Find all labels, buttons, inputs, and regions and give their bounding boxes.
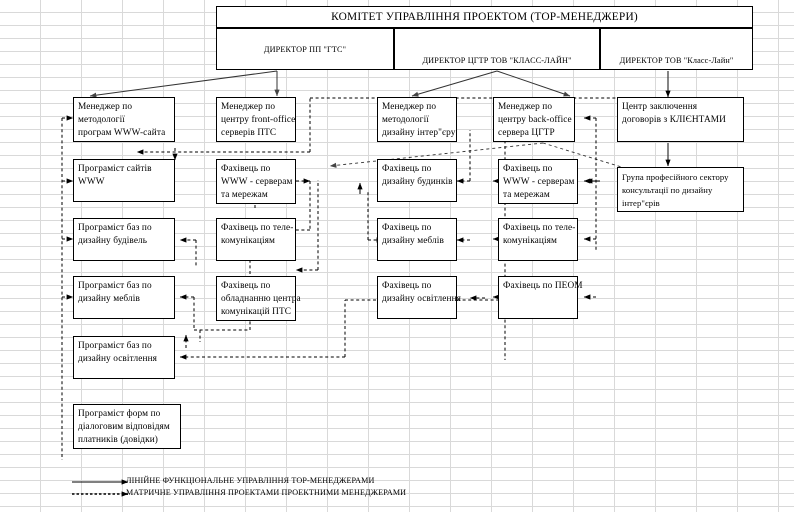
- programmer-box-lighting: Програміст баз по дизайну освітлення: [73, 336, 175, 379]
- box-line: Фахівець по: [503, 164, 553, 174]
- box-line: Менеджер по: [498, 102, 553, 112]
- box-line: комунікаціям: [221, 236, 276, 246]
- box-line: WWW - серверам: [221, 177, 293, 187]
- box-line: Менеджер по: [78, 102, 133, 112]
- programmer-box-buildings: Програміст баз по дизайну будівель: [73, 218, 175, 261]
- box-line: Центр заключення: [622, 102, 698, 112]
- box-line: Фахівець по: [382, 223, 432, 233]
- box-line: дизайну меблів: [78, 294, 140, 304]
- manager-box-front-office: Менеджер по центру front-office серверів…: [216, 97, 296, 142]
- specialist-box-telecom-back: Фахівець по теле- комунікаціям: [498, 218, 578, 261]
- box-line: WWW: [78, 177, 105, 187]
- box-line: Програміст форм по: [78, 409, 161, 419]
- box-line: Група професійного сектору: [622, 172, 729, 182]
- specialist-box-www-servers-back: Фахівець по WWW - серверам та мережам: [498, 159, 578, 204]
- box-line: дизайну меблів: [382, 236, 444, 246]
- box-line: договорів з КЛІЄНТАМИ: [622, 115, 726, 125]
- designer-box-buildings: Фахівець по дизайну будинків: [377, 159, 457, 202]
- box-line: та мережам: [221, 190, 268, 200]
- box-line: Фахівець по ПЕОМ: [503, 281, 583, 291]
- box-line: Програміст баз по: [78, 281, 152, 291]
- box-line: інтер"єрів: [622, 198, 660, 208]
- box-line: Фахівець по теле-: [221, 223, 294, 233]
- programmer-box-furniture: Програміст баз по дизайну меблів: [73, 276, 175, 319]
- box-line: сервера ЦГТР: [498, 128, 555, 138]
- manager-box-methodology-www: Менеджер по методології програм WWW-сайт…: [73, 97, 175, 142]
- box-line: програм WWW-сайта: [78, 128, 166, 138]
- box-line: діалоговим відповідям: [78, 422, 170, 432]
- committee-title-box: КОМІТЕТ УПРАВЛІННЯ ПРОЕКТОМ (ТОР-МЕНЕДЖЕ…: [216, 6, 753, 28]
- legend-label-matrix: МАТРИЧНЕ УПРАВЛІННЯ ПРОЕКТАМИ ПРОЕКТНИМИ…: [126, 488, 407, 497]
- box-line: Програміст сайтів: [78, 164, 152, 174]
- specialist-box-www-servers-front: Фахівець по WWW - серверам та мережам: [216, 159, 296, 204]
- box-line: Програміст баз по: [78, 223, 152, 233]
- box-line: дизайну інтер"єру: [382, 128, 456, 138]
- manager-box-back-office: Менеджер по центру back-office сервера Ц…: [493, 97, 575, 142]
- programmer-box-www-sites: Програміст сайтів WWW: [73, 159, 175, 202]
- linear-connectors: [89, 70, 280, 98]
- legend-item-linear: ЛІНІЙНЕ ФУНКЦІОНАЛЬНЕ УПРАВЛІННЯ ТОР-МЕН…: [126, 476, 375, 485]
- designer-box-furniture: Фахівець по дизайну меблів: [377, 218, 457, 261]
- manager-box-methodology-interior: Менеджер по методології дизайну інтер"єр…: [377, 97, 457, 142]
- box-line: дизайну освітлення: [382, 294, 462, 304]
- director-box-3: ДИРЕКТОР ТОВ "Класс-Лайн": [600, 28, 753, 70]
- specialist-box-telecom-front: Фахівець по теле- комунікаціям: [216, 218, 296, 261]
- box-line: комунікацій ПТС: [221, 307, 292, 317]
- box-line: центру back-office: [498, 115, 572, 125]
- consulting-group-box: Група професійного сектору консультації …: [617, 167, 744, 212]
- box-line: дизайну будівель: [78, 236, 148, 246]
- specialist-box-comm-center-equipment: Фахівець по обладнанню центра комунікаці…: [216, 276, 301, 321]
- box-line: Програміст баз по: [78, 341, 152, 351]
- box-line: Фахівець по: [221, 164, 271, 174]
- programmer-box-dialog-forms: Програміст форм по діалоговим відповідям…: [73, 404, 181, 449]
- designer-box-lighting: Фахівець по дизайну освітлення: [377, 276, 462, 319]
- director-label-1: ДИРЕКТОР ПП "ГТС": [263, 44, 347, 54]
- box-line: Фахівець по теле-: [503, 223, 576, 233]
- director-box-2: ДИРЕКТОР ЦГТР ТОВ "КЛАСС-ЛАЙН": [394, 28, 600, 70]
- box-line: WWW - серверам: [503, 177, 575, 187]
- box-line: методології: [382, 115, 429, 125]
- box-line: дизайну освітлення: [78, 354, 158, 364]
- legend-label-linear: ЛІНІЙНЕ ФУНКЦІОНАЛЬНЕ УПРАВЛІННЯ ТОР-МЕН…: [126, 476, 375, 485]
- box-line: Фахівець по: [221, 281, 271, 291]
- director-label-3: ДИРЕКТОР ТОВ "Класс-Лайн": [619, 56, 734, 65]
- linear-connectors-center: [411, 70, 571, 97]
- box-line: обладнанню центра: [221, 294, 301, 304]
- legend-arrows: [72, 479, 129, 497]
- page-title: КОМІТЕТ УПРАВЛІННЯ ПРОЕКТОМ (ТОР-МЕНЕДЖЕ…: [331, 11, 638, 23]
- box-line: методології: [78, 115, 125, 125]
- director-box-1: ДИРЕКТОР ПП "ГТС": [216, 28, 394, 70]
- box-line: центру front-office: [221, 115, 296, 125]
- specialist-box-peom: Фахівець по ПЕОМ: [498, 276, 583, 319]
- director-label-2: ДИРЕКТОР ЦГТР ТОВ "КЛАСС-ЛАЙН": [422, 56, 572, 65]
- box-line: Фахівець по: [382, 281, 432, 291]
- box-line: та мережам: [503, 190, 550, 200]
- legend-item-matrix: МАТРИЧНЕ УПРАВЛІННЯ ПРОЕКТАМИ ПРОЕКТНИМИ…: [126, 488, 406, 497]
- box-line: платників (довідки): [78, 435, 158, 445]
- box-line: Фахівець по: [382, 164, 432, 174]
- box-line: консультації по дизайну: [622, 185, 713, 195]
- box-line: серверів ПТС: [221, 128, 277, 138]
- box-line: комунікаціям: [503, 236, 558, 246]
- manager-box-client-contracts: Центр заключення договорів з КЛІЄНТАМИ: [617, 97, 744, 142]
- box-line: дизайну будинків: [382, 177, 453, 187]
- box-line: Менеджер по: [382, 102, 437, 112]
- box-line: Менеджер по: [221, 102, 276, 112]
